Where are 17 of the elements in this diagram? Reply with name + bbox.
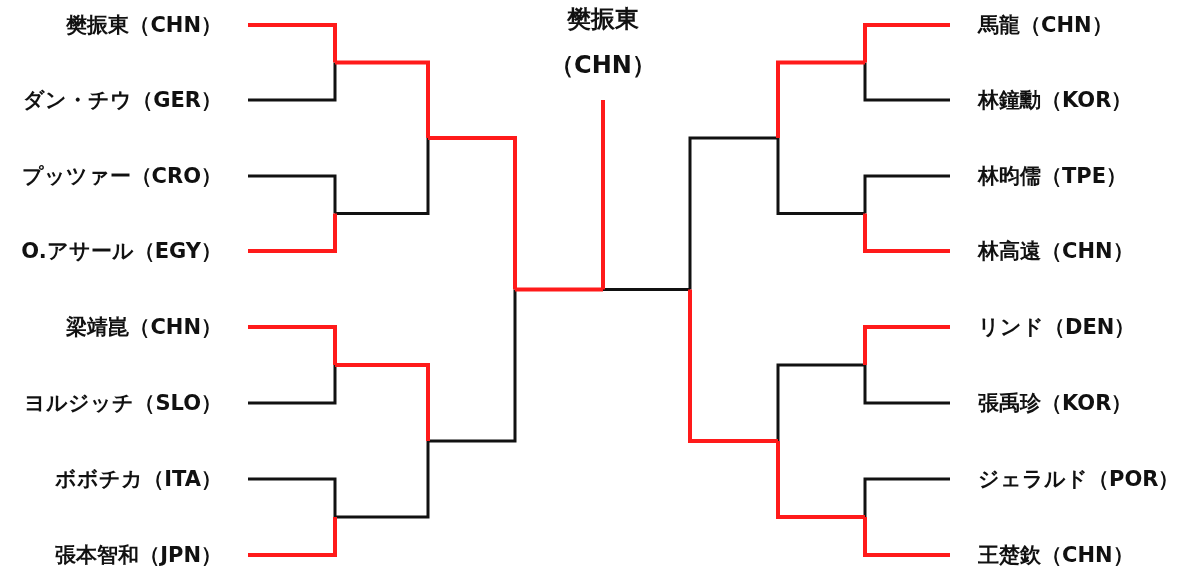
player-name: 張禹珍（KOR） (978, 390, 1133, 417)
player-name: 梁靖崑（CHN） (66, 314, 222, 341)
player-name: ボボチカ（ITA） (55, 466, 222, 493)
player-name: 林鐘勳（KOR） (978, 87, 1133, 114)
player-name: 林高遠（CHN） (978, 238, 1134, 265)
player-name: 馬龍（CHN） (978, 12, 1113, 39)
player-name: 林昀儒（TPE） (978, 163, 1128, 190)
player-name: 王楚欽（CHN） (978, 542, 1134, 568)
player-name: ヨルジッチ（SLO） (24, 390, 222, 417)
champion-name: 樊振東（CHN） (549, 4, 657, 81)
player-name: O.アサール（EGY） (21, 238, 222, 265)
player-name: リンド（DEN） (978, 314, 1136, 341)
player-name: ジェラルド（POR） (978, 466, 1180, 493)
player-name: ダン・チウ（GER） (23, 87, 222, 114)
player-name: プッツァー（CRO） (21, 163, 222, 190)
player-name: 張本智和（JPN） (55, 542, 222, 568)
player-name: 樊振東（CHN） (66, 12, 222, 39)
